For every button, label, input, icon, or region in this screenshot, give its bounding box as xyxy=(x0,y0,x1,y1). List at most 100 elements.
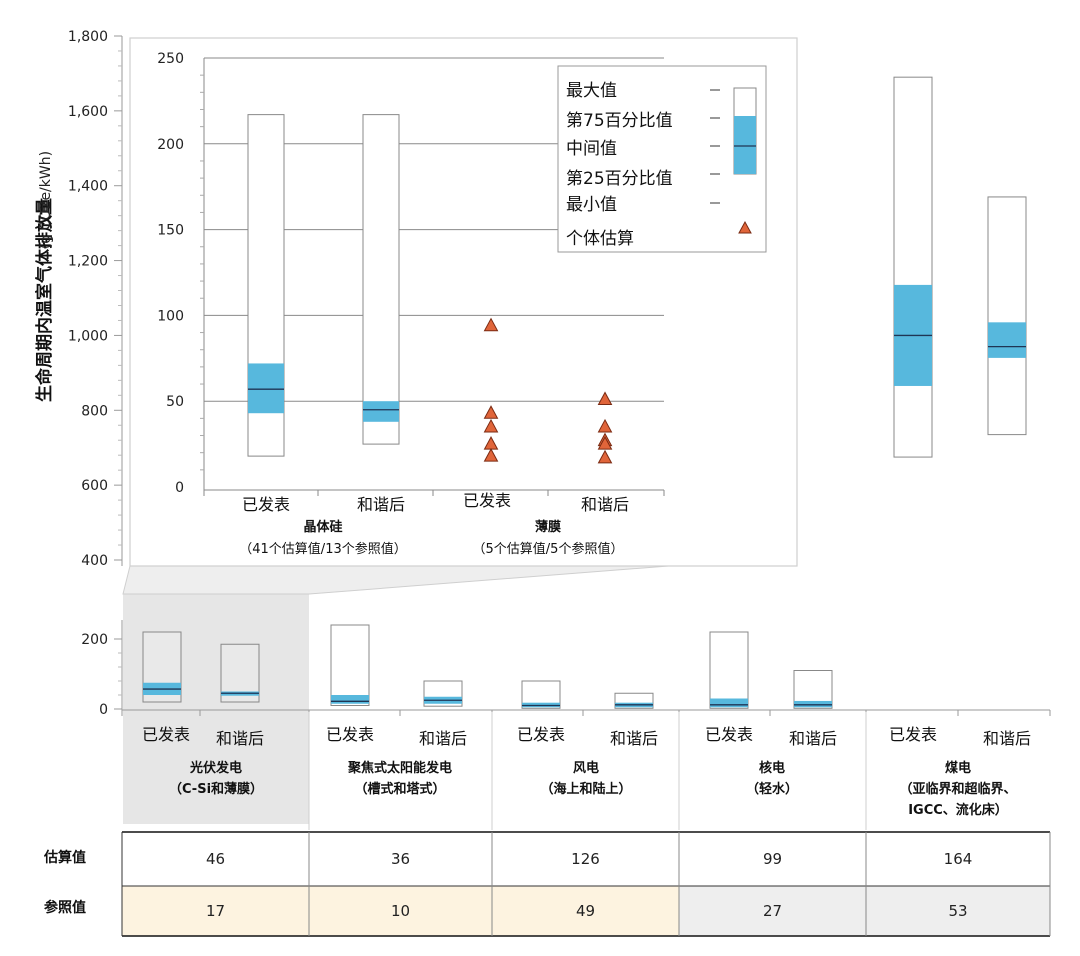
group-name: 核电 xyxy=(759,760,785,776)
individual-estimate-marker xyxy=(597,449,613,464)
legend-label: 个体估算 xyxy=(566,229,634,249)
inset-y-tick-label: 150 xyxy=(157,223,184,239)
table-cell-estimate: 36 xyxy=(391,850,410,868)
inset-category-label: 和谐后 xyxy=(357,495,405,514)
inset-box-iqr xyxy=(248,363,284,414)
x-category-label: 已发表 xyxy=(142,725,190,744)
inset-box-0 xyxy=(247,114,285,457)
inset-y-tick-label: 250 xyxy=(157,51,184,67)
box-0 xyxy=(142,631,182,703)
y-tick-label: 1,800 xyxy=(68,29,108,45)
y-tick-label: 400 xyxy=(81,553,108,569)
box-6 xyxy=(709,631,749,709)
inset-panel: 250200150100500已发表和谐后已发表和谐后晶体硅（41个估算值/13… xyxy=(129,37,798,567)
y-tick-label: 600 xyxy=(81,478,108,494)
group-name: 煤电 xyxy=(945,760,971,776)
x-category-label: 和谐后 xyxy=(216,729,264,748)
group-name-detail: （海上和陆上） xyxy=(540,781,631,797)
x-category-label: 已发表 xyxy=(705,725,753,744)
legend-triangle-sample xyxy=(738,220,752,234)
inset-category-label: 已发表 xyxy=(242,495,290,514)
inset-y-tick-label: 50 xyxy=(166,394,184,410)
row-header-references: 参照值 xyxy=(44,899,86,916)
inset-y-tick-label: 0 xyxy=(175,480,184,496)
group-name: 风电 xyxy=(573,760,599,776)
legend-iqr-sample xyxy=(734,116,756,174)
inset-category-label: 和谐后 xyxy=(581,495,629,514)
y-tick-label: 1,200 xyxy=(68,254,108,270)
inset-group-name: 薄膜 xyxy=(535,519,561,535)
legend-label: 第25百分比值 xyxy=(566,169,673,189)
box-whisker-range xyxy=(893,76,933,458)
box-9 xyxy=(987,196,1027,436)
box-iqr xyxy=(331,695,369,704)
x-category-label: 已发表 xyxy=(517,725,565,744)
inset-box-1 xyxy=(362,114,400,445)
y-axis-title: 生命周期内温室气体排放量 xyxy=(34,198,55,402)
inset-group-name: 晶体硅 xyxy=(303,519,342,535)
y-tick-label: 1,600 xyxy=(68,104,108,120)
individual-estimate-marker xyxy=(483,405,499,419)
group-name-detail: （亚临界和超临界、 xyxy=(899,781,1016,797)
table-cell-bg xyxy=(492,886,679,936)
individual-estimate-marker xyxy=(597,436,613,450)
legend-label: 最小值 xyxy=(566,195,617,215)
x-category-label: 已发表 xyxy=(889,725,937,744)
legend-label: 最大值 xyxy=(566,81,617,101)
individual-estimate-marker xyxy=(597,391,613,405)
box-5 xyxy=(614,692,654,709)
y-tick-label: 200 xyxy=(81,632,108,648)
inset-group-note: （41个估算值/13个参照值） xyxy=(239,541,406,557)
table-cell-reference: 49 xyxy=(576,902,595,920)
x-category-label: 和谐后 xyxy=(789,729,837,748)
box-whisker-range xyxy=(709,631,749,709)
individual-estimate-marker xyxy=(597,418,613,433)
legend-label: 中间值 xyxy=(566,139,617,159)
box-whisker-range xyxy=(987,196,1027,436)
table-cell-bg xyxy=(679,886,866,936)
group-name-detail: （槽式和塔式） xyxy=(354,781,445,797)
row-header-estimates: 估算值 xyxy=(43,849,86,866)
inset-category-label: 已发表 xyxy=(463,491,511,510)
table-cell-reference: 27 xyxy=(763,902,782,920)
group-name-detail: （轻水） xyxy=(746,781,798,797)
table-cell-reference: 17 xyxy=(206,902,225,920)
x-category-label: 和谐后 xyxy=(983,729,1031,748)
group-name-detail: IGCC、流化床） xyxy=(908,802,1008,818)
inset-y-tick-label: 200 xyxy=(157,137,184,153)
legend-frame xyxy=(557,65,767,253)
y-axis-unit: (g CO2e/kWh) xyxy=(38,151,54,249)
x-category-label: 和谐后 xyxy=(419,729,467,748)
table-cell-estimate: 164 xyxy=(944,850,973,868)
table-cell-bg xyxy=(309,886,492,936)
box-2 xyxy=(330,624,370,706)
box-1 xyxy=(220,643,260,703)
individual-estimate-marker xyxy=(483,448,499,462)
individual-estimate-marker xyxy=(483,317,499,332)
individual-estimate-marker xyxy=(483,418,499,433)
inset-y-tick-label: 100 xyxy=(157,308,184,324)
y-tick-label: 800 xyxy=(81,403,108,419)
box-8 xyxy=(893,76,933,458)
inset-group-note: （5个估算值/5个参照值） xyxy=(473,541,624,557)
y-tick-label: 0 xyxy=(99,702,108,718)
table-cell-estimate: 46 xyxy=(206,850,225,868)
box-iqr xyxy=(794,700,832,708)
table-cell-bg xyxy=(866,886,1050,936)
table-cell-estimate: 126 xyxy=(571,850,600,868)
box-iqr xyxy=(988,322,1026,358)
group-name: 光伏发电 xyxy=(189,760,242,776)
inset-box-iqr xyxy=(363,401,399,422)
box-whisker-range xyxy=(330,624,370,706)
table-cell-bg xyxy=(122,886,309,936)
box-7 xyxy=(793,670,833,709)
box-iqr xyxy=(710,698,748,708)
y-tick-label: 1,400 xyxy=(68,179,108,195)
table-cell-reference: 10 xyxy=(391,902,410,920)
box-3 xyxy=(423,680,463,707)
legend-label: 第75百分比值 xyxy=(566,111,673,131)
group-name-detail: （C-Si和薄膜） xyxy=(169,781,263,797)
